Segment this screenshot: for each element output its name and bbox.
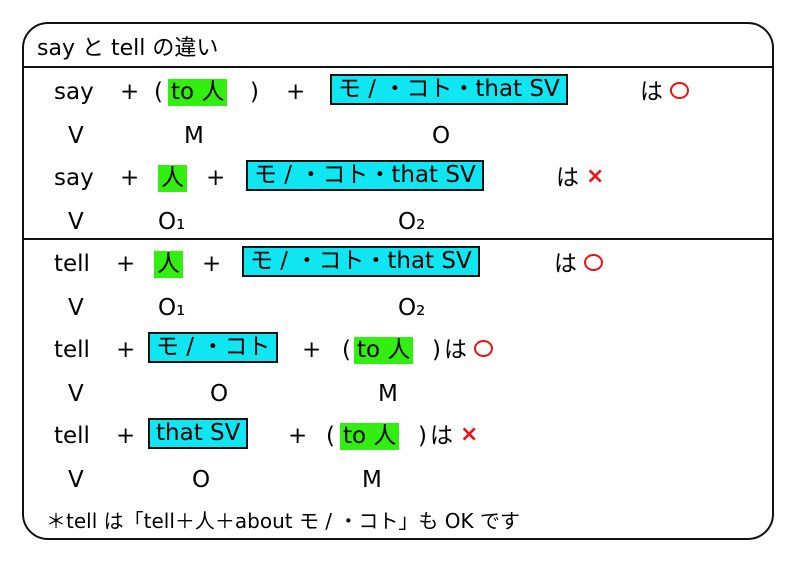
row3-ha: は [556, 165, 579, 191]
row4-o2-label: O₂ [398, 209, 426, 235]
comparison-card: say と tell の違い say + ( to 人 ) + モ / ・コト・… [22, 22, 774, 540]
row9-object-box: that SV [148, 418, 249, 449]
row5-ha: は [554, 251, 577, 277]
row9-verb: tell [54, 423, 90, 449]
row6-v-label: V [68, 295, 84, 321]
row9-plus1: + [116, 423, 136, 449]
row10-o-label: O [192, 467, 211, 493]
footnote: ＊tell は「tell＋人＋about モ / ・コト」も OK です [46, 509, 520, 533]
row9-ng-cross-icon: × [460, 422, 479, 447]
section-divider [24, 238, 772, 240]
row9-ha: は [430, 423, 453, 449]
row10-m-label: M [362, 467, 382, 493]
row7-ok-circle-icon [474, 340, 493, 357]
row1-highlight-to-person: to 人 [168, 79, 228, 106]
row9-highlight-to-person: to 人 [340, 423, 400, 450]
row2-o-label: O [432, 123, 451, 149]
row2-m-label: M [184, 123, 204, 149]
row1-verb: say [54, 79, 94, 105]
row7-paren-close: ) [432, 337, 441, 363]
row7-object-box: モ / ・コト [148, 332, 279, 363]
row10-v-label: V [68, 467, 84, 493]
row9-plus2: + [288, 423, 308, 449]
row1-paren-close: ) [250, 79, 259, 105]
row6-o1-label: O₁ [158, 295, 186, 321]
row1-paren-open: ( [154, 79, 163, 105]
row1-plus1: + [120, 79, 140, 105]
row7-ha: は [444, 337, 467, 363]
row5-object-box: モ / ・コト・that SV [242, 246, 480, 277]
row8-o-label: O [210, 381, 229, 407]
row6-o2-label: O₂ [398, 295, 426, 321]
row1-plus2: + [286, 79, 306, 105]
row5-plus1: + [116, 251, 136, 277]
row3-verb: say [54, 165, 94, 191]
row4-o1-label: O₁ [158, 209, 186, 235]
row1-ok-circle-icon [670, 82, 689, 99]
row3-ng-cross-icon: × [586, 164, 605, 189]
row5-ok-circle-icon [584, 254, 603, 271]
row5-plus2: + [202, 251, 222, 277]
row7-plus1: + [116, 337, 136, 363]
row9-paren-open: ( [326, 423, 335, 449]
row8-v-label: V [68, 381, 84, 407]
row8-m-label: M [378, 381, 398, 407]
row7-highlight-to-person: to 人 [354, 337, 414, 364]
row5-verb: tell [54, 251, 90, 277]
title-divider [24, 66, 772, 68]
row3-plus2: + [206, 165, 226, 191]
row9-paren-close: ) [418, 423, 427, 449]
row7-plus2: + [302, 337, 322, 363]
row3-object-box: モ / ・コト・that SV [246, 160, 484, 191]
row4-v-label: V [68, 209, 84, 235]
row7-paren-open: ( [342, 337, 351, 363]
row7-verb: tell [54, 337, 90, 363]
row3-plus1: + [120, 165, 140, 191]
row1-object-box: モ / ・コト・that SV [330, 74, 568, 105]
row3-highlight-person: 人 [158, 165, 187, 192]
page-title: say と tell の違い [37, 36, 219, 61]
row2-v-label: V [68, 123, 84, 149]
row1-ha: は [640, 79, 663, 105]
row5-highlight-person: 人 [154, 251, 183, 278]
